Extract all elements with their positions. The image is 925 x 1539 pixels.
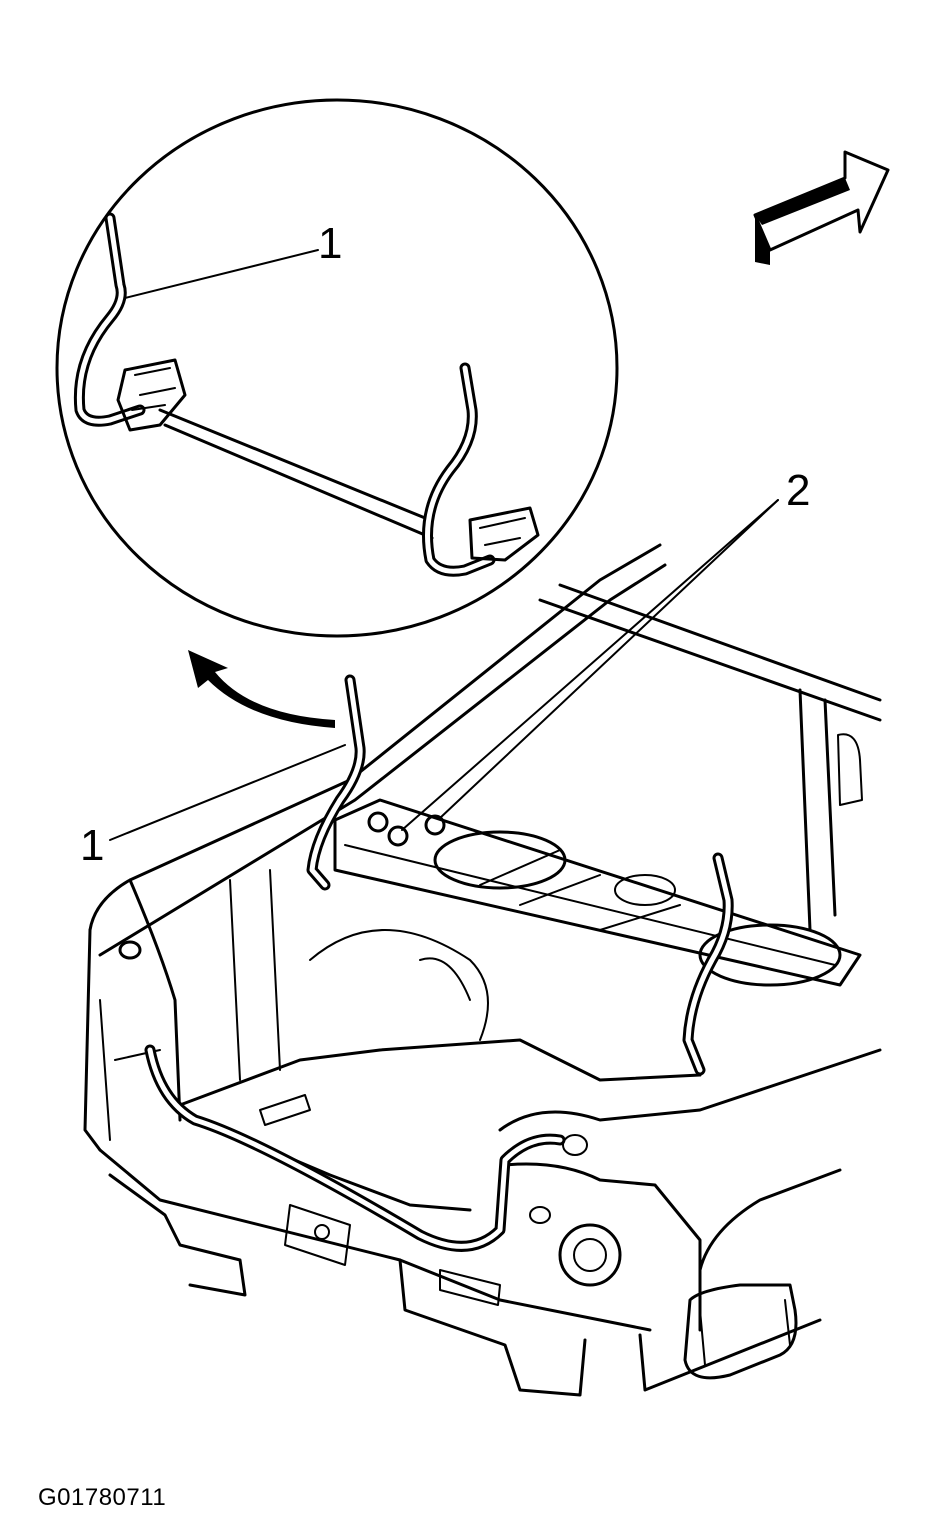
leader-lines (109, 499, 779, 841)
callout-1-body: 1 (80, 821, 104, 870)
direction-arrow (753, 150, 890, 265)
vehicle-body (83, 543, 882, 1397)
figure-id: G01780711 (38, 1484, 167, 1511)
detail-inset (55, 98, 619, 638)
callout-2: 2 (786, 466, 810, 515)
pointer-arrow (188, 650, 335, 728)
fasteners (367, 811, 446, 847)
callout-1-detail: 1 (318, 219, 342, 268)
release-cable (144, 674, 734, 1252)
